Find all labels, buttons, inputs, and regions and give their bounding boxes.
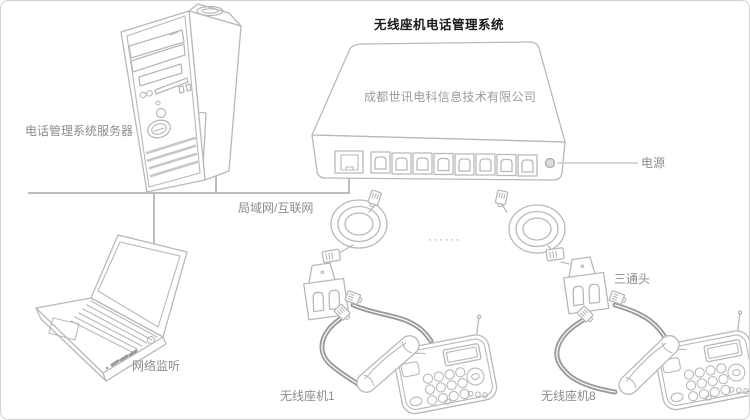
power-led bbox=[544, 157, 556, 169]
phone1-label: 无线座机1 bbox=[280, 389, 335, 403]
left-line-cord-coil bbox=[321, 189, 388, 270]
right-line-cord-coil bbox=[494, 189, 570, 265]
wireless-phone-1-illustration bbox=[387, 313, 500, 417]
monitor-label: 网络监听 bbox=[132, 359, 181, 373]
server-label: 电话管理系统服务器 bbox=[25, 124, 134, 138]
phone8-label: 无线座机8 bbox=[541, 389, 596, 403]
right-splitter-illustration bbox=[562, 255, 610, 315]
laptop-illustration bbox=[35, 234, 188, 382]
lan-port bbox=[334, 150, 364, 174]
server-tower-illustration bbox=[120, 3, 242, 193]
device-company-text: 成都世讯电科信息技术有限公司 bbox=[364, 90, 537, 104]
power-label: 电源 bbox=[641, 156, 666, 170]
phone1-cords bbox=[319, 289, 434, 391]
ellipsis-separator: ······ bbox=[428, 232, 461, 246]
dell-logo bbox=[147, 119, 171, 139]
splitter-label: 三通头 bbox=[614, 272, 651, 286]
management-device-illustration bbox=[311, 41, 638, 181]
diagram-title: 无线座机电话管理系统 bbox=[374, 18, 505, 32]
lan-label: 局域网/互联网 bbox=[238, 201, 314, 215]
